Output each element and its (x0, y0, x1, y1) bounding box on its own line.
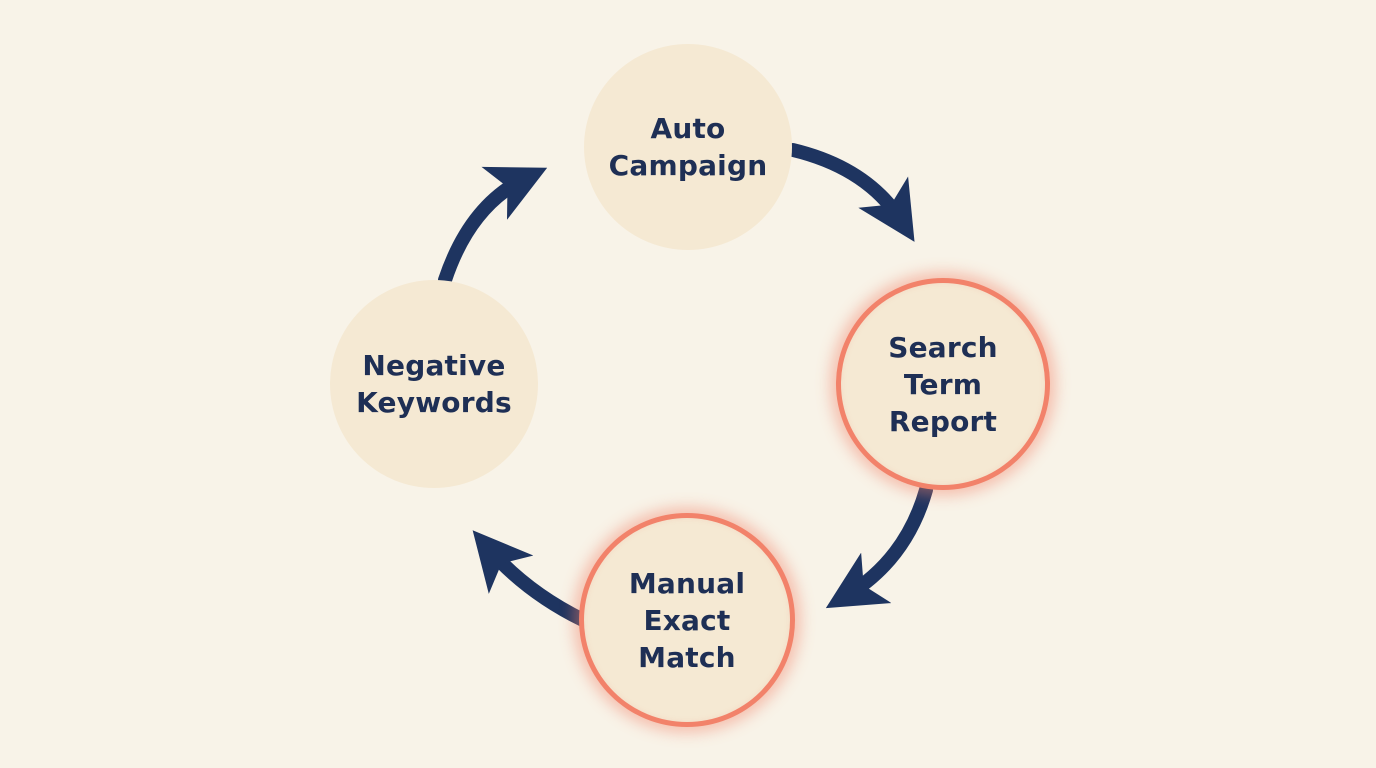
node-negative-keywords: Negative Keywords (330, 280, 538, 488)
arrow-negative-to-auto (438, 166, 548, 287)
node-label-auto-campaign: Auto Campaign (608, 112, 768, 182)
arrow-auto-to-search (786, 143, 915, 242)
node-label-search-term-report: Search Term Report (888, 330, 998, 438)
arrow-search-to-manual (825, 483, 933, 609)
node-label-manual-exact-match: Manual Exact Match (628, 566, 746, 674)
node-search-term-report: Search Term Report (836, 278, 1050, 490)
node-auto-campaign: Auto Campaign (584, 44, 792, 250)
node-manual-exact-match: Manual Exact Match (579, 513, 795, 727)
arrow-manual-to-negative (472, 530, 590, 627)
node-label-negative-keywords: Negative Keywords (356, 349, 512, 419)
